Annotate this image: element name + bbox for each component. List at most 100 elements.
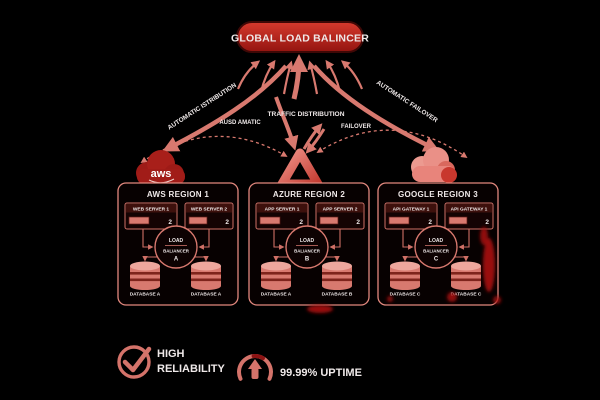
server-label: APP SERVER 2 — [323, 207, 358, 213]
db-band — [191, 272, 221, 275]
high-reliability-badge: HIGH RELIABILITY — [117, 345, 225, 379]
database-cylinder: DATABASE A — [191, 261, 222, 298]
server-title-strip — [186, 204, 232, 213]
region-title: AZURE REGION 2 — [273, 190, 345, 199]
connector — [458, 229, 470, 250]
server-label: WEB SERVER 2 — [191, 207, 227, 213]
uptime-text: 99.99% UPTIME — [280, 367, 362, 379]
server-bar — [128, 216, 150, 225]
azure-triangle-icon — [277, 148, 323, 189]
server-bar — [319, 216, 339, 225]
check-circle-icon — [117, 345, 151, 379]
db-band — [130, 278, 160, 282]
lb-word2: BALIANCER — [163, 249, 190, 254]
fan-arrow — [340, 60, 364, 90]
main-up-arrow — [289, 54, 308, 100]
db-band — [191, 278, 221, 282]
splatter-blob — [493, 296, 501, 304]
label-failover: FAILOVER — [341, 124, 372, 130]
region-box-azure: AZURE REGION 2 APP SERVER 1 2 APP SERVER… — [248, 182, 370, 306]
db-band — [130, 272, 160, 275]
arrow-to-azure — [274, 96, 299, 151]
server-bar — [259, 216, 281, 225]
database-cylinder: DATABASE A — [261, 261, 292, 298]
gauge-arrow-head — [248, 359, 262, 369]
global-load-balancer-pill: GLOBAL LOAD BALINCER — [231, 21, 369, 53]
db-top — [451, 261, 481, 271]
aws-cloud-icon: aws — [136, 150, 185, 184]
server-count: 2 — [428, 219, 432, 226]
server-bar — [448, 216, 468, 225]
db-bottom — [451, 282, 481, 290]
check-icon — [122, 346, 152, 373]
label-traffic-distribution: TRAFFIC DISTRIBUTION — [268, 111, 345, 118]
db-top — [322, 261, 352, 271]
reliability-text-line2: RELIABILITY — [157, 363, 225, 375]
db-band — [390, 272, 420, 275]
google-cloud-icon — [411, 147, 457, 183]
incoming-arrow-fan — [236, 54, 364, 100]
connector — [402, 256, 419, 262]
diagram-title: GLOBAL LOAD BALINCER — [231, 33, 369, 45]
connector — [198, 229, 210, 250]
region-box-aws: AWS REGION 1 WEB SERVER 1 2 WEB SERVER 2… — [117, 182, 239, 306]
connector — [193, 256, 209, 262]
connector — [402, 229, 414, 250]
region-connectors — [273, 229, 341, 262]
db-top — [130, 261, 160, 271]
db-top — [261, 261, 291, 271]
db-bottom — [390, 282, 420, 290]
splatter-blob — [387, 296, 393, 302]
database-cylinder: DATABASE C — [390, 261, 421, 298]
database-cylinder: DATABASE A — [130, 261, 161, 298]
splatter-blob — [483, 238, 495, 292]
fan-arrow — [307, 60, 319, 95]
server-count: 2 — [356, 219, 360, 226]
db-label: DATABASE C — [390, 292, 421, 298]
load-balancer-circle — [154, 225, 198, 269]
lb-word1: LOAD — [300, 238, 315, 244]
gauge-arrow-stem — [251, 368, 259, 379]
region-title: AWS REGION 1 — [147, 190, 210, 199]
lb-letter: A — [174, 257, 179, 263]
server-label: WEB SERVER 1 — [133, 207, 169, 213]
splatter-blob — [480, 227, 488, 245]
pill-shape — [236, 21, 364, 53]
azure-shape — [277, 148, 323, 189]
lb-word1: LOAD — [429, 238, 444, 244]
server-bar — [188, 216, 208, 225]
db-bottom — [191, 282, 221, 290]
server-bar — [388, 216, 410, 225]
server-title-strip — [386, 204, 436, 213]
server-title-strip — [126, 204, 176, 213]
server-label: API GATEWAY 1 — [393, 207, 430, 213]
server-label: APP SERVER 1 — [265, 207, 300, 213]
arrow-to-aws — [162, 64, 288, 152]
db-label: DATABASE A — [261, 292, 292, 298]
label-ausdamatic: AUSD AMATIC — [219, 120, 261, 126]
db-bottom — [130, 282, 160, 290]
db-bottom — [261, 282, 291, 290]
db-band — [451, 272, 481, 275]
db-band — [261, 272, 291, 275]
region-box-google: GOOGLE REGION 3 API GATEWAY 1 2 API GATE… — [377, 182, 499, 306]
lb-word2: BALIANCER — [423, 249, 450, 254]
db-top — [191, 261, 221, 271]
distribution-arrows — [162, 64, 440, 154]
db-band — [451, 278, 481, 282]
connector — [273, 229, 285, 250]
lb-word2: BALIANCER — [294, 249, 321, 254]
fan-arrow — [236, 60, 261, 90]
server-count: 2 — [485, 219, 489, 226]
db-label: DATABASE B — [322, 292, 353, 298]
server-count: 2 — [225, 219, 229, 226]
connector — [324, 256, 340, 262]
splatter-blob — [307, 305, 333, 313]
load-balancer-circle — [414, 225, 458, 269]
aws-logo-text: aws — [151, 168, 172, 180]
server-count: 2 — [168, 219, 172, 226]
cloud-shape — [441, 167, 457, 183]
reliability-text-line1: HIGH — [157, 348, 185, 360]
lb-letter: B — [305, 257, 310, 263]
